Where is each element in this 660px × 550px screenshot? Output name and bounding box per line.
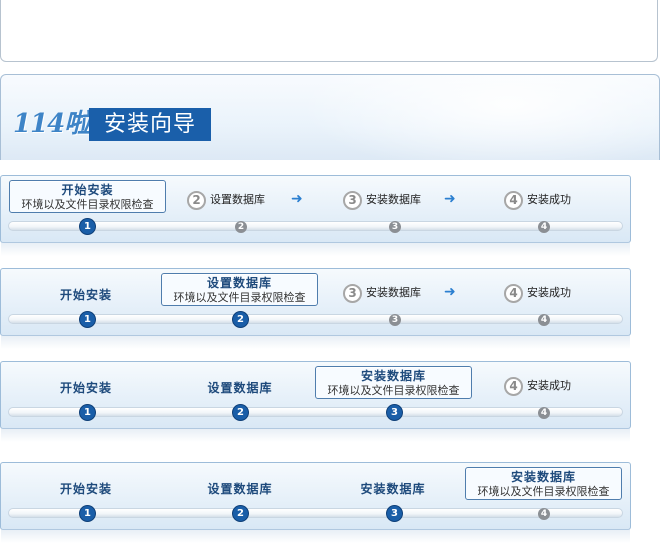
arrow-right-icon: ➜ xyxy=(444,191,456,207)
progress-dot-2: 2 xyxy=(233,312,248,327)
progress-track xyxy=(8,221,623,231)
arrow-right-icon: ➜ xyxy=(444,284,456,300)
progress-dot-1: 1 xyxy=(80,405,95,420)
progress-dot-3: 3 xyxy=(389,221,401,233)
progress-dot-3: 3 xyxy=(387,405,402,420)
progress-dot-2: 2 xyxy=(235,221,247,233)
logo: 114啦 xyxy=(13,109,90,139)
step-number-icon: 4 xyxy=(504,190,523,210)
step-1-label: 开始安装 xyxy=(59,288,112,302)
step-number-icon: 3 xyxy=(343,190,362,210)
progress-dot-2: 2 xyxy=(233,506,248,521)
banner-decoration xyxy=(299,75,659,160)
current-step-callout: 设置数据库 环境以及文件目录权限检查 xyxy=(161,273,318,306)
step-2-label: 设置数据库 xyxy=(207,381,273,395)
page-title: 安装向导 xyxy=(89,108,211,141)
progress-dot-1: 1 xyxy=(80,312,95,327)
step-title: 开始安装 xyxy=(61,183,114,197)
progress-track xyxy=(8,314,623,324)
step-subtitle: 环境以及文件目录权限检查 xyxy=(327,384,460,397)
progress-dot-2: 2 xyxy=(233,405,248,420)
step-number-icon: 4 xyxy=(504,283,523,303)
top-frame xyxy=(0,0,658,62)
step-subtitle: 环境以及文件目录权限检查 xyxy=(173,291,306,304)
header-banner: 114啦 安装向导 xyxy=(0,74,660,160)
step-number-icon: 4 xyxy=(504,376,523,396)
progress-dot-4: 4 xyxy=(538,221,550,233)
step-1-label: 开始安装 xyxy=(59,381,112,395)
arrow-right-icon: ➜ xyxy=(291,191,303,207)
progress-dot-1: 1 xyxy=(80,219,95,234)
progress-track xyxy=(8,508,623,518)
step-subtitle: 环境以及文件目录权限检查 xyxy=(21,198,154,211)
step-number-icon: 3 xyxy=(343,283,362,303)
step-1-label: 开始安装 xyxy=(59,482,112,496)
progress-dot-4: 4 xyxy=(538,508,550,520)
progress-track xyxy=(8,407,623,417)
step-2-label: 设置数据库 xyxy=(207,482,273,496)
step-title: 安装数据库 xyxy=(360,369,426,383)
step-title: 安装数据库 xyxy=(510,470,576,484)
progress-dot-3: 3 xyxy=(387,506,402,521)
progress-panel-step4: 开始安装 设置数据库 安装数据库 安装数据库 环境以及文件目录权限检查 1 2 … xyxy=(0,462,631,543)
progress-dot-3: 3 xyxy=(389,314,401,326)
step-title: 设置数据库 xyxy=(206,276,272,290)
step-subtitle: 环境以及文件目录权限检查 xyxy=(477,485,610,498)
step-number-icon: 2 xyxy=(187,190,206,210)
current-step-callout: 安装数据库 环境以及文件目录权限检查 xyxy=(465,467,622,500)
current-step-callout: 开始安装 环境以及文件目录权限检查 xyxy=(9,180,166,213)
step-3-label: 安装数据库 xyxy=(360,482,426,496)
current-step-callout: 安装数据库 环境以及文件目录权限检查 xyxy=(315,366,472,399)
progress-dot-4: 4 xyxy=(538,314,550,326)
progress-dot-4: 4 xyxy=(538,407,550,419)
progress-dot-1: 1 xyxy=(80,506,95,521)
